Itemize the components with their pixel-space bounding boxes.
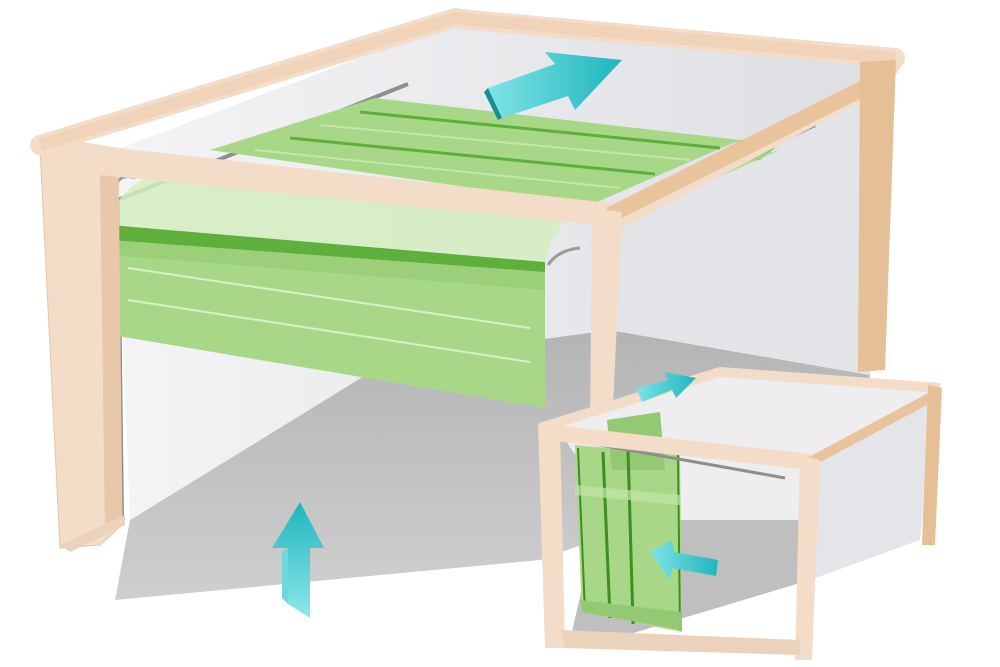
main-frame-right-pillar bbox=[858, 60, 896, 372]
main-garage bbox=[30, 8, 905, 600]
arrow-back-icon bbox=[484, 52, 622, 120]
main-door-front-panel bbox=[110, 225, 545, 408]
small-frame-right-pillar bbox=[922, 385, 942, 545]
small-door-sliding-panels bbox=[575, 412, 682, 632]
main-frame-front-pillar bbox=[590, 208, 622, 430]
small-garage bbox=[538, 367, 942, 660]
arrow-up-icon bbox=[272, 502, 324, 618]
arrow-side-back-icon bbox=[636, 372, 696, 402]
arrow-side-in-icon bbox=[650, 540, 718, 580]
small-frame-top bbox=[538, 367, 941, 433]
small-frame-left-pillar bbox=[538, 425, 565, 648]
small-frame-front-pillar bbox=[795, 455, 820, 660]
main-garage-right-wall bbox=[610, 80, 870, 375]
